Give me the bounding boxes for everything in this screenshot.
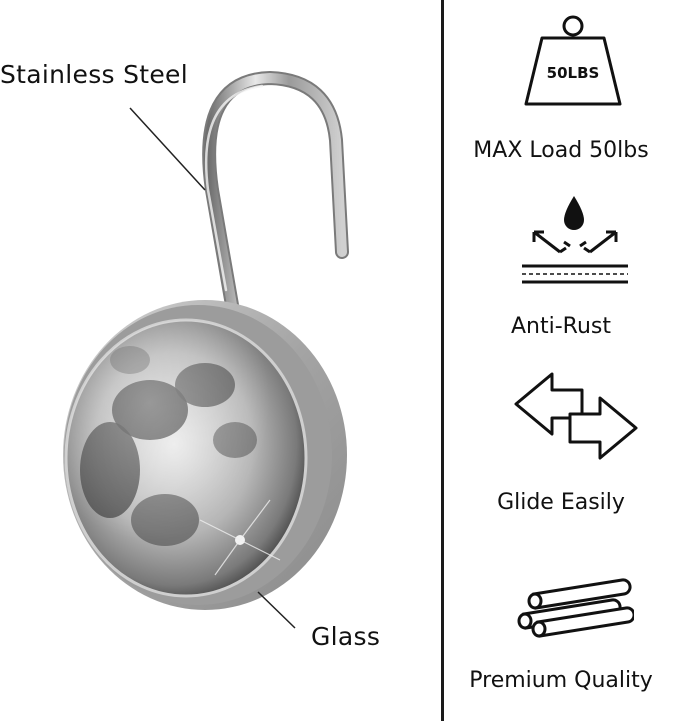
bidirectional-arrows-icon: [514, 372, 638, 460]
weight-icon-label: 50LBS: [547, 64, 600, 82]
rods-bundle-icon: [517, 578, 634, 638]
glass-callout: Glass: [311, 622, 381, 651]
weight-icon: 50LBS: [524, 15, 622, 106]
glass-leader-line: [257, 591, 296, 629]
shower-hook-illustration: [63, 70, 349, 629]
column-divider: [441, 0, 444, 721]
water-repellent-icon: [522, 196, 628, 284]
stainless-steel-callout: Stainless Steel: [0, 60, 188, 89]
moon-glass-face: [64, 318, 308, 598]
anti-rust-label: Anti-Rust: [511, 314, 611, 339]
max-load-label: MAX Load 50lbs: [473, 138, 649, 163]
glide-easily-label: Glide Easily: [497, 490, 625, 515]
steel-leader-line: [129, 107, 206, 191]
premium-quality-label: Premium Quality: [469, 668, 653, 693]
